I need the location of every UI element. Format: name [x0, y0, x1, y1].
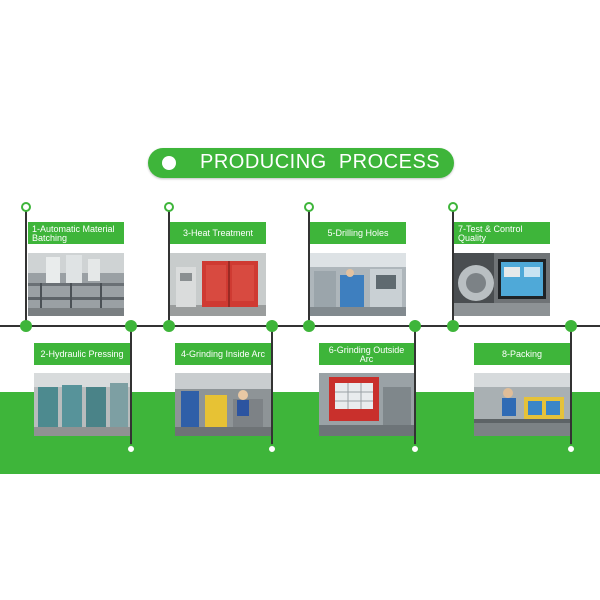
timeline-line — [0, 325, 600, 327]
section-title-banner: PRODUCING PROCESS — [148, 148, 454, 178]
step-label-2: 2-Hydraulic Pressing — [34, 343, 130, 365]
timeline-node — [409, 320, 421, 332]
timeline-stem — [414, 325, 416, 449]
timeline-node — [565, 320, 577, 332]
timeline-end-ring — [304, 202, 314, 212]
timeline-end-ring — [448, 202, 458, 212]
timeline-node — [447, 320, 459, 332]
step-photo-4 — [175, 373, 271, 436]
step-photo-7 — [454, 253, 550, 316]
step-label-7: 7-Test & Control Quality — [454, 222, 550, 244]
timeline-end-ring — [21, 202, 31, 212]
timeline-end-ring — [126, 444, 136, 454]
timeline-end-ring — [267, 444, 277, 454]
timeline-stem — [168, 209, 170, 327]
step-photo-8 — [474, 373, 570, 436]
timeline-stem — [25, 209, 27, 327]
step-label-3: 3-Heat Treatment — [170, 222, 266, 244]
timeline-node — [125, 320, 137, 332]
step-photo-6 — [319, 373, 414, 436]
timeline-stem — [452, 209, 454, 327]
step-photo-2 — [34, 373, 130, 436]
title-dot-icon — [162, 156, 176, 170]
step-label-4: 4-Grinding Inside Arc — [175, 343, 271, 365]
timeline-stem — [271, 325, 273, 449]
timeline-node — [20, 320, 32, 332]
timeline-node — [303, 320, 315, 332]
step-photo-1 — [28, 253, 124, 316]
timeline-stem — [570, 325, 572, 449]
step-label-6: 6-Grinding Outside Arc — [319, 343, 414, 365]
step-label-8: 8-Packing — [474, 343, 570, 365]
step-label-5: 5-Drilling Holes — [310, 222, 406, 244]
timeline-stem — [130, 325, 132, 449]
step-label-1: 1-Automatic Material Batching — [28, 222, 124, 244]
timeline-end-ring — [410, 444, 420, 454]
section-title: PRODUCING PROCESS — [200, 151, 441, 173]
timeline-end-ring — [566, 444, 576, 454]
timeline-end-ring — [164, 202, 174, 212]
step-photo-5 — [310, 253, 406, 316]
timeline-node — [266, 320, 278, 332]
timeline-node — [163, 320, 175, 332]
timeline-stem — [308, 209, 310, 327]
step-photo-3 — [170, 253, 266, 316]
